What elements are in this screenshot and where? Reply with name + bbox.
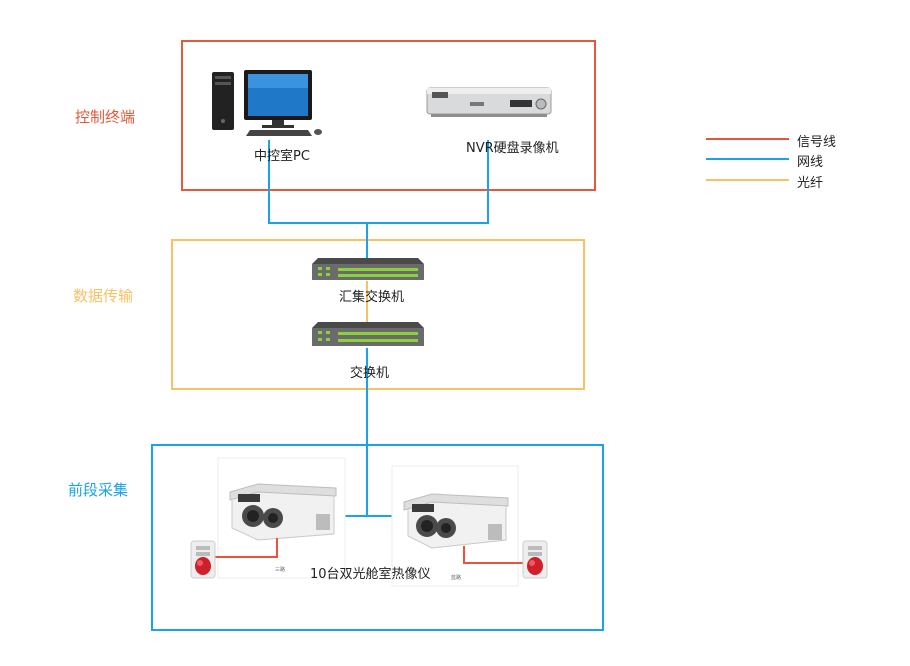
network-switch-icon <box>312 322 424 346</box>
legend-network-label: 网线 <box>797 155 824 170</box>
core-switch-label: 汇集交换机 <box>339 290 405 305</box>
desktop-pc-icon <box>212 70 322 136</box>
signal-line-right <box>463 546 525 564</box>
pc-label: 中控室PC <box>254 149 310 164</box>
thermal-camera-icon <box>229 483 337 541</box>
network-switch-icon <box>312 258 424 280</box>
camera-right-tag: 蓝路 <box>451 574 461 581</box>
signal-line-left <box>212 538 278 558</box>
zone-front-box <box>151 444 604 631</box>
nvr-label: NVR硬盘录像机 <box>466 141 559 156</box>
zone-control-label: 控制终端 <box>75 108 136 126</box>
alarm-light-icon <box>522 540 548 579</box>
zone-transport-label: 数据传输 <box>73 287 134 305</box>
camera-left-tag: 三路 <box>275 566 285 573</box>
access-switch-label: 交换机 <box>350 366 390 381</box>
zone-front-label: 前段采集 <box>68 481 129 499</box>
nvr-recorder-icon <box>426 87 552 117</box>
zone-transport-box <box>171 239 585 390</box>
zone-control-box <box>181 40 596 191</box>
alarm-light-icon <box>190 540 216 579</box>
legend-fiber-label: 光纤 <box>797 176 824 191</box>
pc-network-line <box>268 140 368 258</box>
thermal-camera-icon <box>403 493 509 549</box>
legend-signal-label: 信号线 <box>797 135 837 150</box>
nvr-network-line <box>367 140 489 224</box>
cameras-label: 10台双光舱室热像仪 <box>310 567 431 582</box>
